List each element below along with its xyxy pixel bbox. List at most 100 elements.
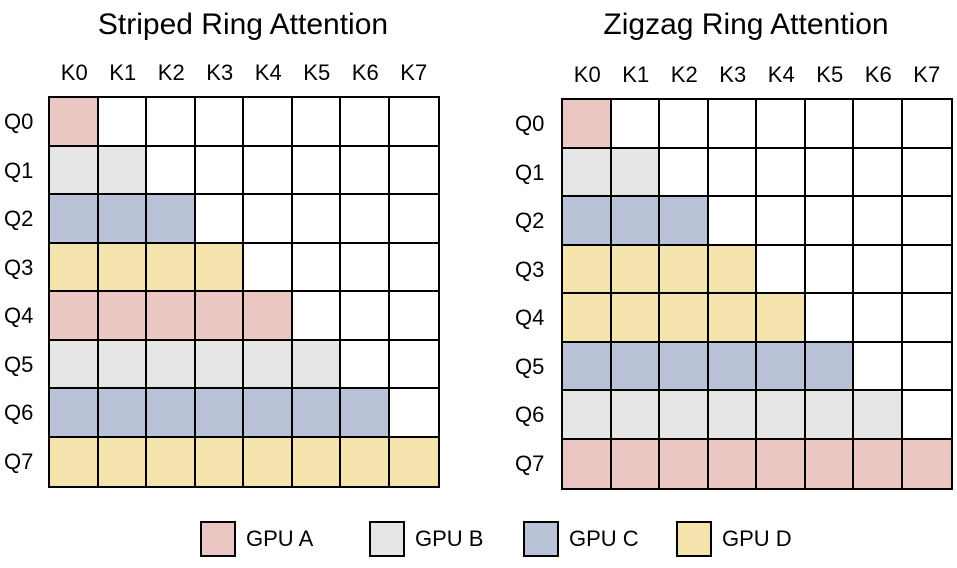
col-label-k7: K7 (400, 60, 428, 85)
legend-swatch (200, 521, 236, 557)
mask-cell-q7-k6 (854, 439, 903, 488)
mask-cell-q1-k4 (757, 148, 806, 197)
mask-cell-q3-k6 (854, 245, 903, 294)
mask-cell-q6-k0 (563, 391, 612, 440)
col-label-k2: K2 (670, 62, 698, 87)
panel-title: Zigzag Ring Attention (603, 8, 889, 41)
mask-cell-q2-k3 (195, 195, 244, 244)
mask-cell-q2-k4 (244, 195, 293, 244)
mask-cell-q2-k1 (611, 197, 660, 246)
mask-cell-q2-k0 (563, 197, 612, 246)
legend-label: GPU D (722, 526, 792, 551)
mask-cell-q6-k4 (757, 391, 806, 440)
mask-cell-q4-k6 (341, 292, 390, 341)
mask-cell-q2-k2 (660, 197, 709, 246)
mask-cell-q7-k2 (147, 437, 196, 486)
attention-mask-grid (48, 96, 440, 488)
mask-cell-q3-k6 (341, 243, 390, 292)
col-label-k3: K3 (206, 60, 234, 85)
col-label-k4: K4 (767, 62, 795, 87)
mask-cell-q7-k3 (195, 437, 244, 486)
col-label-k0: K0 (573, 62, 601, 87)
mask-cell-q3-k0 (50, 243, 99, 292)
row-label-q3: Q3 (515, 256, 545, 282)
mask-cell-q1-k5 (292, 146, 341, 195)
mask-cell-q7-k7 (389, 437, 438, 486)
mask-cell-q1-k7 (902, 148, 951, 197)
mask-cell-q0-k0 (563, 100, 612, 149)
row-label-q7: Q7 (515, 450, 545, 476)
mask-cell-q6-k2 (147, 389, 196, 438)
legend-label: GPU A (246, 526, 314, 551)
mask-cell-q1-k1 (98, 146, 147, 195)
mask-cell-q4-k4 (757, 294, 806, 343)
mask-cell-q5-k5 (805, 342, 854, 391)
attention-mask-grid (561, 98, 953, 490)
mask-cell-q4-k2 (660, 294, 709, 343)
mask-cell-q0-k4 (244, 98, 293, 147)
mask-cell-q6-k6 (854, 391, 903, 440)
legend-label: GPU B (415, 526, 484, 551)
mask-cell-q4-k5 (805, 294, 854, 343)
mask-cell-q4-k6 (854, 294, 903, 343)
mask-cell-q2-k2 (147, 195, 196, 244)
mask-cell-q1-k3 (195, 146, 244, 195)
col-label-k2: K2 (157, 60, 185, 85)
row-label-q6: Q6 (515, 402, 545, 428)
mask-cell-q6-k7 (902, 391, 951, 440)
mask-cell-q0-k6 (341, 98, 390, 147)
mask-cell-q7-k3 (708, 439, 757, 488)
mask-cell-q1-k6 (854, 148, 903, 197)
col-label-k4: K4 (254, 60, 282, 85)
mask-cell-q3-k4 (244, 243, 293, 292)
mask-cell-q7-k0 (563, 439, 612, 488)
legend-swatch (369, 521, 405, 557)
mask-cell-q2-k3 (708, 197, 757, 246)
mask-cell-q7-k1 (611, 439, 660, 488)
row-label-q2: Q2 (4, 206, 34, 232)
mask-cell-q3-k1 (98, 243, 147, 292)
mask-cell-q1-k7 (389, 146, 438, 195)
mask-cell-q2-k0 (50, 195, 99, 244)
mask-cell-q5-k4 (244, 340, 293, 389)
mask-cell-q0-k1 (611, 100, 660, 149)
mask-cell-q4-k1 (611, 294, 660, 343)
mask-cell-q2-k5 (292, 195, 341, 244)
mask-cell-q5-k1 (611, 342, 660, 391)
mask-cell-q7-k5 (292, 437, 341, 486)
mask-cell-q5-k0 (50, 340, 99, 389)
row-label-q2: Q2 (515, 208, 545, 234)
mask-cell-q1-k6 (341, 146, 390, 195)
mask-cell-q1-k2 (147, 146, 196, 195)
col-label-k0: K0 (60, 60, 88, 85)
mask-cell-q7-k2 (660, 439, 709, 488)
mask-cell-q3-k4 (757, 245, 806, 294)
mask-cell-q6-k3 (708, 391, 757, 440)
col-label-k1: K1 (622, 62, 650, 87)
mask-cell-q5-k1 (98, 340, 147, 389)
mask-cell-q3-k5 (805, 245, 854, 294)
row-label-q0: Q0 (515, 111, 545, 137)
mask-cell-q3-k2 (147, 243, 196, 292)
mask-cell-q7-k0 (50, 437, 99, 486)
mask-cell-q3-k5 (292, 243, 341, 292)
mask-cell-q5-k7 (389, 340, 438, 389)
mask-cell-q4-k7 (389, 292, 438, 341)
col-label-k1: K1 (109, 60, 137, 85)
mask-cell-q5-k6 (854, 342, 903, 391)
mask-cell-q0-k3 (708, 100, 757, 149)
mask-cell-q5-k2 (147, 340, 196, 389)
row-label-q4: Q4 (4, 303, 34, 329)
mask-cell-q3-k1 (611, 245, 660, 294)
row-label-q7: Q7 (4, 448, 34, 474)
col-label-k6: K6 (351, 60, 379, 85)
mask-cell-q6-k4 (244, 389, 293, 438)
row-label-q1: Q1 (4, 157, 34, 183)
mask-cell-q6-k5 (805, 391, 854, 440)
mask-cell-q1-k4 (244, 146, 293, 195)
mask-cell-q1-k1 (611, 148, 660, 197)
mask-cell-q0-k2 (660, 100, 709, 149)
mask-cell-q4-k1 (98, 292, 147, 341)
mask-cell-q5-k3 (195, 340, 244, 389)
mask-cell-q6-k0 (50, 389, 99, 438)
